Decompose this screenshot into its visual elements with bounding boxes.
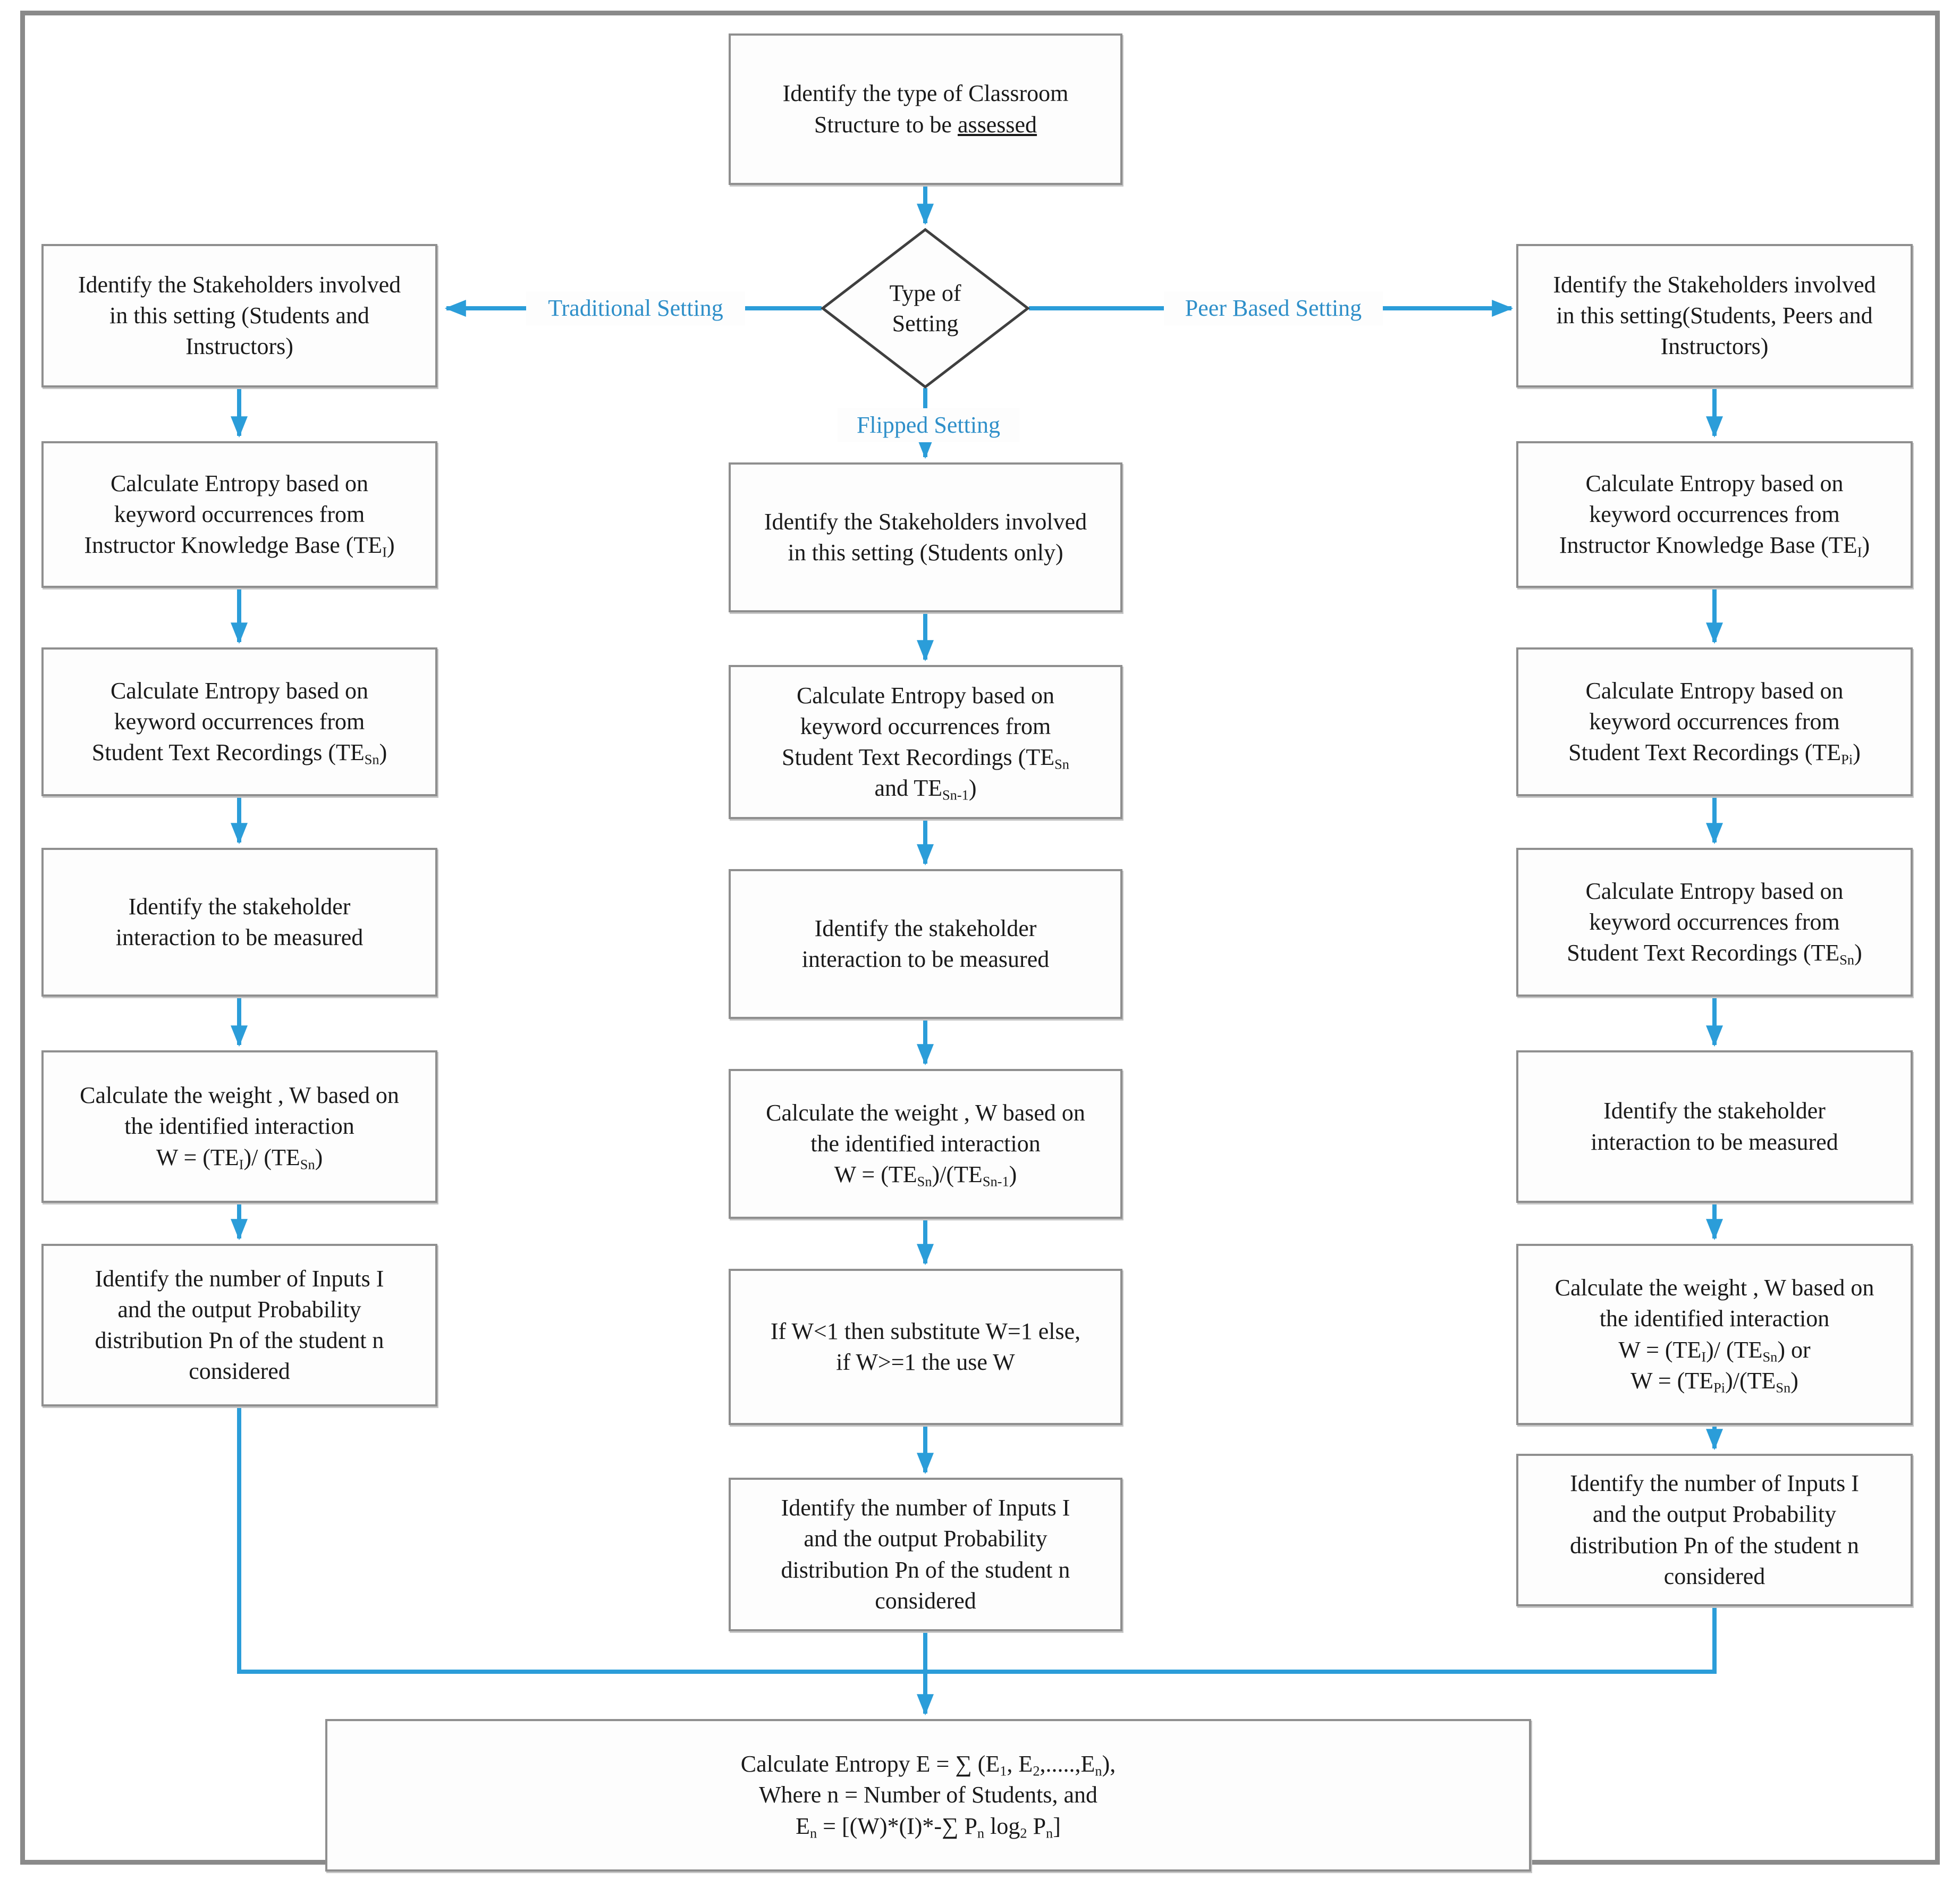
- step-box-final-entropy-formula: Calculate Entropy E = ∑ (E1, E2,.....,En…: [325, 1719, 1531, 1872]
- edge-label-flipped-setting: Flipped Setting: [838, 408, 1019, 442]
- edge-label-traditional-setting: Traditional Setting: [526, 291, 745, 325]
- merge-line-right: [923, 1606, 1717, 1674]
- step-text: Calculate Entropy E = ∑ (E1, E2,.....,En…: [740, 1751, 1116, 1841]
- edge-label-text: Traditional Setting: [548, 294, 723, 321]
- decision-diamond-shape: [820, 227, 1030, 389]
- edge-label-text: Peer Based Setting: [1185, 294, 1362, 321]
- edge-label-peer-based-setting: Peer Based Setting: [1164, 291, 1383, 325]
- merge-line-left: [237, 1406, 927, 1674]
- edge-label-text: Flipped Setting: [856, 411, 1001, 438]
- step-text: If W<1 then substitute W=1 else,if W>=1 …: [770, 1318, 1081, 1375]
- step-box-center-weight-condition: If W<1 then substitute W=1 else,if W>=1 …: [729, 1269, 1122, 1425]
